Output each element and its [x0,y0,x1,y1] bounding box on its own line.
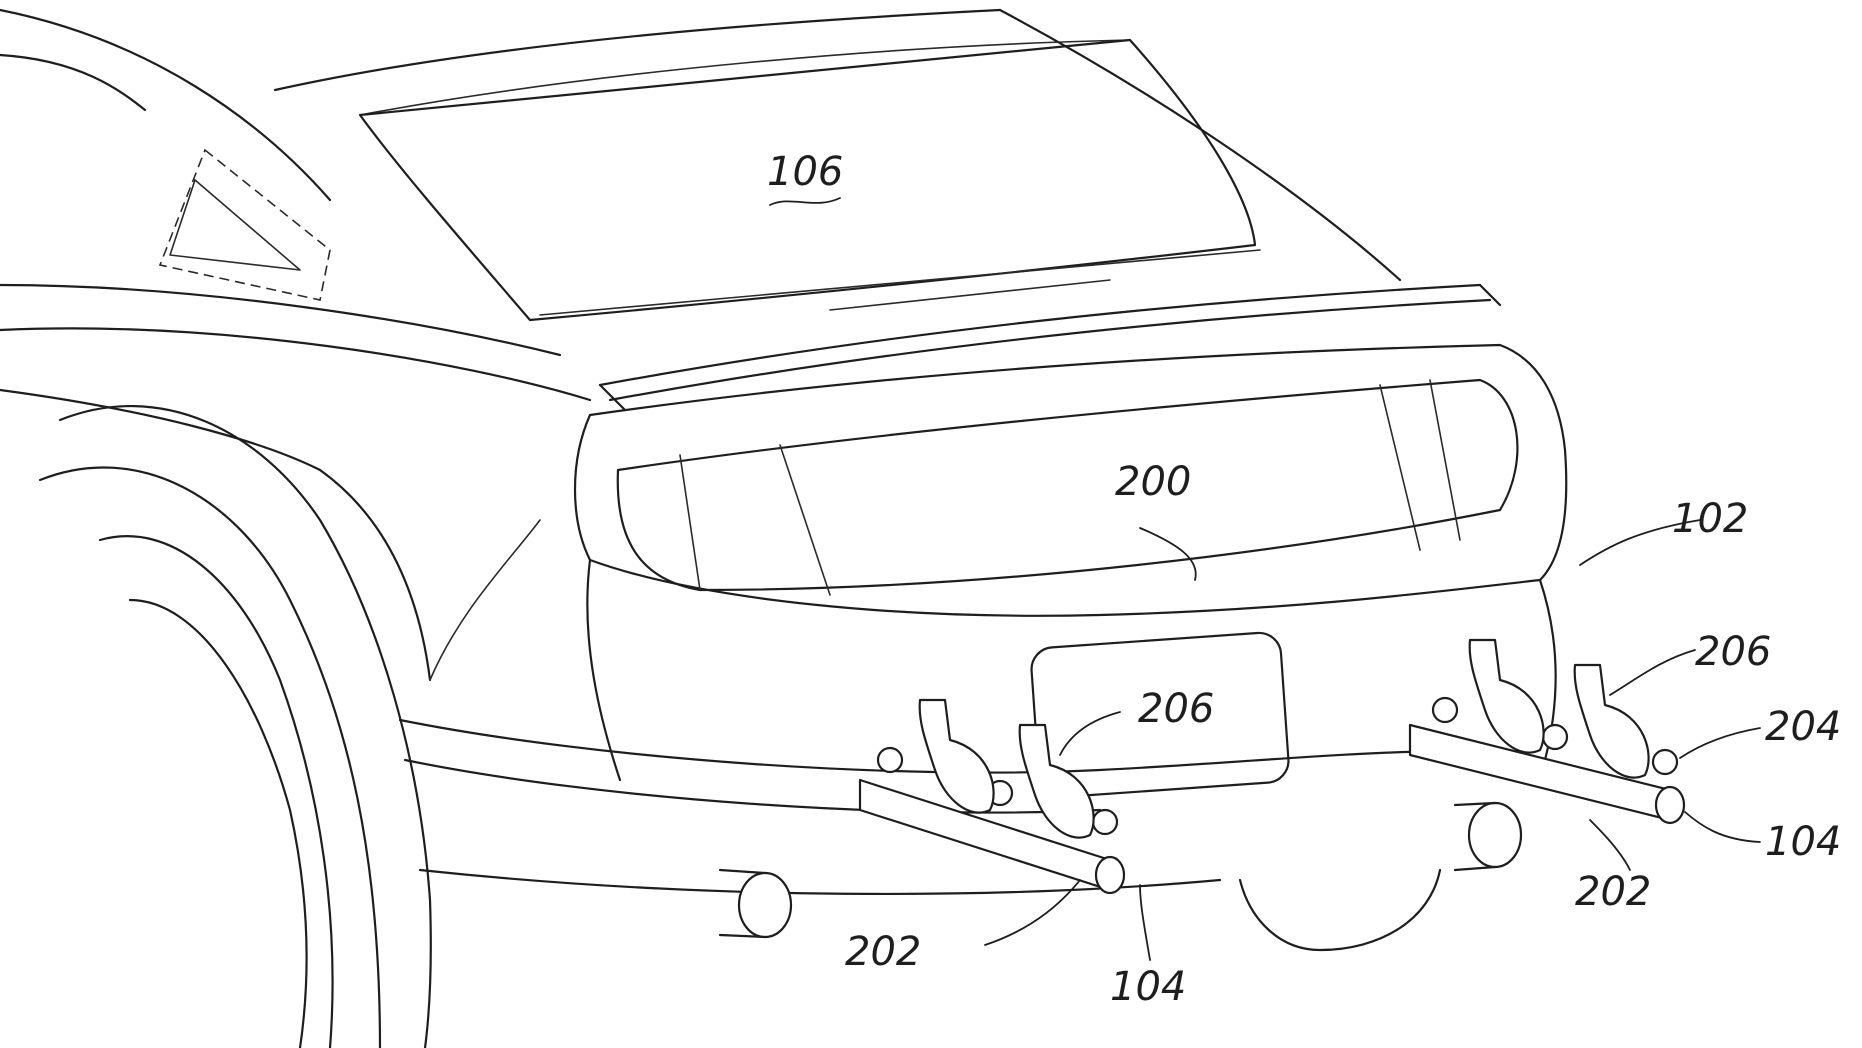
body-side [0,53,592,682]
rear-spoiler [598,283,1502,412]
ref-numeral-mount-left: 206 [1138,686,1214,732]
rack-assembly-right [1408,638,1686,825]
ref-numeral-rack-right: 202 [1575,869,1651,915]
ref-numeral-rack-left: 202 [845,929,921,975]
rack-assembly-left [858,698,1126,895]
ref-numeral-bracket-right: 204 [1765,704,1841,750]
ref-numeral-bumper: 102 [1672,496,1748,542]
leader-lines [769,197,1761,961]
ref-numeral-bar-center: 104 [1110,964,1186,1010]
ref-numeral-bar-right: 104 [1765,819,1841,865]
ref-numeral-tail-lamp-panel: 200 [1115,459,1191,505]
rear-wheel [38,405,432,1048]
ref-numeral-rear-window: 106 [767,149,843,195]
rear-panel [573,343,1568,617]
quarter-window [158,148,331,301]
exhaust-right [1453,801,1523,872]
ref-numeral-mount-right: 206 [1695,629,1771,675]
exhaust-left [718,868,793,939]
roof-and-rear-window [0,8,1402,322]
